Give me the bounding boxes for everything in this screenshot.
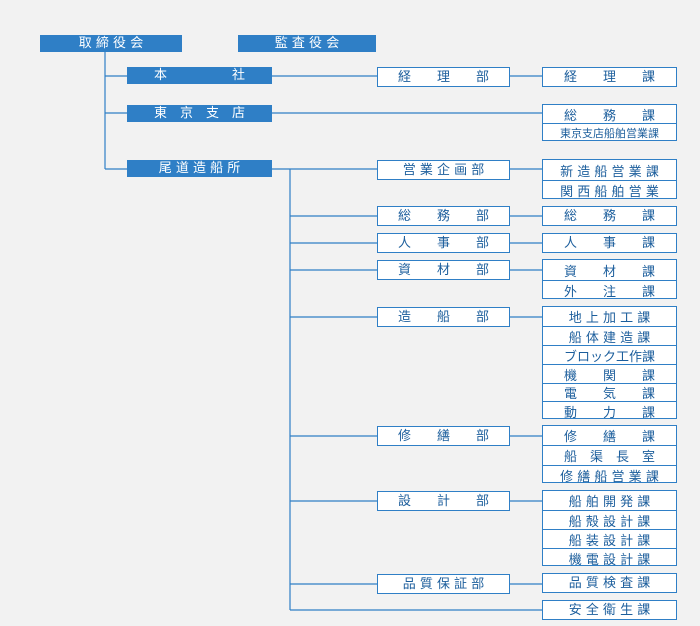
section-block-fabrication: ブロック工作課 (543, 345, 676, 365)
section-materials: 資 材 課 (563, 264, 655, 280)
section-repair: 修 繕 課 (563, 430, 655, 445)
section-general-affairs: 総 務 課 (563, 108, 655, 124)
design-sections: 船 舶 開 発 課 船 殻 設 計 課 船 装 設 計 課 機 電 設 計 課 (542, 490, 677, 568)
section-power: 動 力 課 (543, 401, 676, 421)
repair-sections: 修 繕 課 船 渠 長 室 修 繕 船 営 業 課 (542, 425, 677, 485)
unit-head-office: 本 社 (127, 67, 272, 84)
board-of-auditors: 監 査 役 会 (238, 35, 376, 52)
board-of-directors: 取 締 役 会 (40, 35, 182, 52)
section-hull-construction: 船 体 建 造 課 (543, 326, 676, 346)
section-ship-development: 船 舶 開 発 課 (568, 495, 651, 510)
dept-design: 設 計 部 (377, 491, 510, 511)
dept-repair: 修 繕 部 (377, 426, 510, 446)
section-kansai-ship-sales: 関 西 船 舶 営 業 (543, 180, 676, 200)
section-newbuild-sales: 新 造 船 営 業 課 (560, 164, 659, 180)
section-outsourcing: 外 注 課 (543, 280, 676, 300)
section-personnel: 人 事 課 (542, 233, 677, 253)
tokyo-branch-sections: 総 務 課 東京支店船舶営業課 (542, 104, 677, 141)
dept-quality-assurance: 品 質 保 証 部 (377, 574, 510, 594)
dept-accounting: 経 理 部 (377, 67, 510, 87)
section-ground-processing: 地 上 加 工 課 (568, 311, 651, 326)
dept-materials: 資 材 部 (377, 260, 510, 280)
unit-onomichi-shipyard: 尾 道 造 船 所 (127, 160, 272, 177)
section-outfitting-design: 船 装 設 計 課 (543, 529, 676, 549)
section-quality-inspection: 品 質 検 査 課 (542, 573, 677, 593)
section-machinery-electrical-design: 機 電 設 計 課 (543, 548, 676, 568)
section-engine: 機 関 課 (543, 364, 676, 384)
section-electrical: 電 気 課 (543, 383, 676, 402)
unit-tokyo-branch: 東 京 支 店 (127, 105, 272, 122)
section-repair-ship-sales: 修 繕 船 営 業 課 (543, 465, 676, 485)
section-tokyo-ship-sales: 東京支店船舶営業課 (543, 123, 676, 142)
section-general-affairs-onomichi: 総 務 課 (542, 206, 677, 226)
dept-general-affairs: 総 務 部 (377, 206, 510, 226)
dept-shipbuilding: 造 船 部 (377, 307, 510, 327)
dept-personnel: 人 事 部 (377, 233, 510, 253)
section-safety-health: 安 全 衛 生 課 (542, 600, 677, 620)
section-dockmaster-office: 船 渠 長 室 (543, 445, 676, 465)
materials-sections: 資 材 課 外 注 課 (542, 259, 677, 300)
sales-planning-sections: 新 造 船 営 業 課 関 西 船 舶 営 業 (542, 159, 677, 200)
section-hull-design: 船 殻 設 計 課 (543, 510, 676, 530)
section-accounting: 経 理 課 (542, 67, 677, 87)
dept-sales-planning: 営 業 企 画 部 (377, 160, 510, 180)
shipbuilding-sections: 地 上 加 工 課 船 体 建 造 課 ブロック工作課 機 関 課 電 気 課 … (542, 306, 677, 421)
